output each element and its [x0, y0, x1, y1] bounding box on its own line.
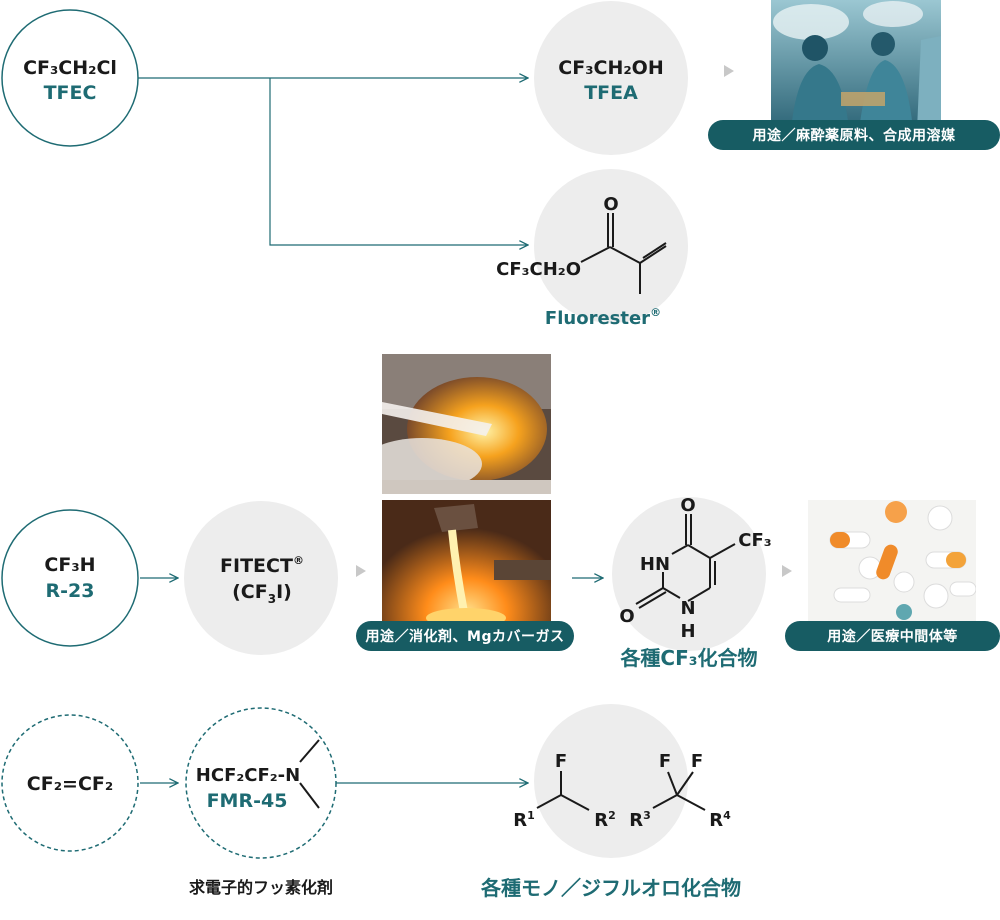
fluoro-f2a: F	[659, 751, 671, 772]
fluoro-r3-sup: 3	[643, 809, 651, 822]
fluorester-node	[534, 169, 688, 323]
fluoro-r3-letter: R	[629, 810, 643, 831]
cf3-compound-h-bottom: H	[680, 621, 695, 642]
fitect-node	[184, 501, 338, 655]
fluoro-r2-sup: 2	[608, 809, 616, 822]
fluorester-registered-mark: ®	[650, 306, 661, 319]
usage-arrow-3	[782, 565, 792, 577]
fluoro-r4-sup: 4	[723, 809, 731, 822]
cf3-compound-o-left: O	[619, 606, 634, 627]
fmr45-n-bonds	[299, 739, 320, 809]
fluoro-compound-name: 各種モノ／ジフルオロ化合物	[480, 876, 741, 900]
tfea-code: TFEA	[584, 82, 638, 104]
fitect-label: FITECT	[220, 555, 293, 577]
cf3-usage-badge: 用途／医療中間体等	[785, 621, 1000, 651]
fluoro-r4: R4	[709, 809, 731, 831]
fmr45-formula: HCF₂CF₂-N	[196, 765, 300, 786]
fitect-name: FITECT®	[220, 554, 304, 577]
fluoro-f2b: F	[691, 751, 703, 772]
fitect-registered-mark: ®	[293, 554, 304, 567]
fitect-formula-sub: 3	[268, 592, 276, 606]
fmr45-code: FMR-45	[207, 790, 288, 812]
fluorester-o-atom: O	[603, 194, 618, 215]
medicine-photo	[808, 500, 976, 624]
fluorester-structure	[580, 213, 667, 294]
fluoro-compound-structure	[536, 771, 706, 811]
row1-connectors	[138, 78, 528, 245]
fmr45-caption: 求電子的フッ素化剤	[189, 878, 333, 897]
fire-extinguisher-photo	[382, 354, 551, 494]
usage-arrow-1	[724, 65, 734, 77]
tfec-formula: CF₃CH₂Cl	[23, 57, 117, 79]
fitect-formula-b: I)	[276, 581, 292, 603]
cf3-compound-name: 各種CF₃化合物	[619, 646, 757, 670]
tfea-formula: CF₃CH₂OH	[558, 57, 663, 79]
cf3-compound-cf3-group: CF₃	[738, 530, 771, 551]
usage-arrow-2	[356, 565, 366, 577]
foundry-photo	[382, 500, 551, 640]
fluorester-label: Fluorester	[545, 308, 650, 329]
tfe-node	[1, 714, 139, 852]
fluoro-r1-letter: R	[513, 810, 527, 831]
tfea-node	[534, 1, 688, 155]
tfec-code: TFEC	[44, 82, 97, 104]
fluorester-ester-group: CF₃CH₂O	[496, 259, 581, 280]
r23-code: R-23	[46, 580, 95, 602]
fitect-usage-badge: 用途／消化剤、Mgカバーガス	[356, 621, 574, 651]
cf3-compound-o-top: O	[680, 495, 695, 516]
cf3-compound-n-bottom: N	[680, 598, 695, 619]
fluoro-r3: R3	[629, 809, 651, 831]
fluoro-r2: R2	[594, 809, 616, 831]
fitect-formula-a: (CF	[232, 581, 268, 603]
fitect-formula: (CF3I)	[232, 581, 292, 606]
r23-formula: CF₃H	[44, 554, 95, 576]
trifluridine-base-structure	[635, 514, 736, 609]
fluoro-f1: F	[555, 751, 567, 772]
fluoro-r1-sup: 1	[527, 809, 535, 822]
fluoro-compound-node	[534, 704, 688, 858]
tfe-formula: CF₂=CF₂	[27, 773, 113, 795]
fluoro-r1: R1	[513, 809, 535, 831]
cf3-compound-nh-top: HN	[640, 554, 670, 575]
fluoro-r2-letter: R	[594, 810, 608, 831]
fluorester-name: Fluorester®	[545, 306, 661, 329]
fluoro-r4-letter: R	[709, 810, 723, 831]
tfea-usage-badge: 用途／麻酔薬原料、合成用溶媒	[708, 120, 1000, 150]
cf3-compound-node	[612, 497, 766, 651]
surgery-photo	[771, 0, 941, 130]
r23-node	[1, 509, 139, 647]
